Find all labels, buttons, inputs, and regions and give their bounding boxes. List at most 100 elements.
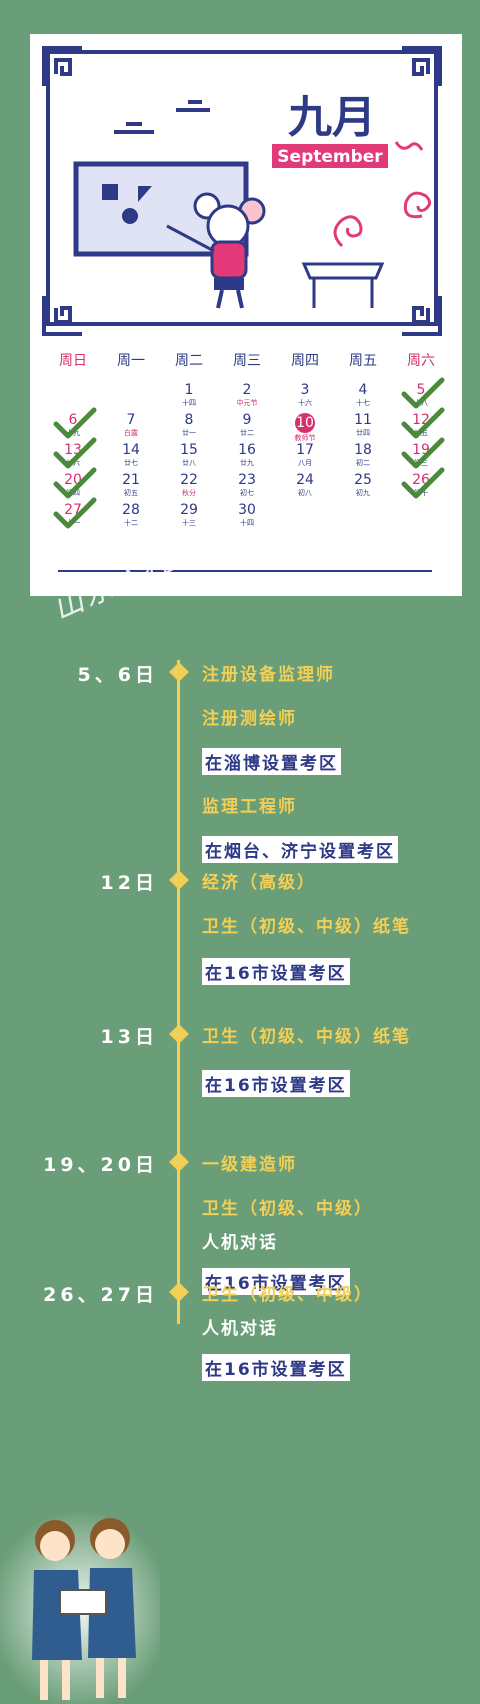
month-title: 九月 [288,92,376,143]
exam-date: 26、27日 [43,1284,158,1306]
day-number: 10 [295,413,315,433]
timeline-marker [169,870,189,890]
weekday-fri: 周五 [349,353,377,369]
lunar-label: 初二 [356,459,370,467]
students-illustration [0,1510,160,1704]
exam-name: 人机对话 [202,1233,278,1253]
day-number: 18 [354,442,372,458]
lunar-label: 教师节 [294,434,316,442]
timeline-line [177,660,180,1324]
lunar-label: 白露 [124,429,138,437]
exam-name: 一级建造师 [202,1155,297,1175]
day-number: 3 [300,382,310,398]
check-icon [401,467,445,499]
exam-date: 12日 [100,872,158,894]
lunar-label: 十七 [356,399,370,407]
exam-location: 在淄博设置考区 [202,748,341,775]
day-number: 2 [242,382,252,398]
check-icon [401,377,445,409]
lunar-label: 廿二 [240,429,254,437]
exam-name: 经济（高级） [202,873,316,893]
exam-location: 在16市设置考区 [202,1070,350,1097]
exam-name: 监理工程师 [202,797,297,817]
exam-date: 19、20日 [43,1154,158,1176]
exam-name: 卫生（初级、中级）纸笔 [202,917,411,937]
day-number: 15 [180,442,198,458]
day-number: 25 [354,472,372,488]
exam-name: 注册测绘师 [202,709,297,729]
exam-date: 13日 [100,1026,158,1048]
day-number: 30 [238,502,256,518]
exam-name: 人机对话 [202,1319,278,1339]
day-number: 11 [354,412,372,428]
day-number: 9 [242,412,252,428]
divider [58,570,432,572]
day-number: 16 [238,442,256,458]
day-number: 29 [180,502,198,518]
exam-name: 注册设备监理师 [202,665,335,685]
lunar-label: 廿四 [356,429,370,437]
weekday-thu: 周四 [291,353,319,369]
day-number: 7 [126,412,136,428]
lunar-label: 初七 [240,489,254,497]
timeline-marker [169,662,189,682]
day-number: 4 [358,382,368,398]
day-number: 14 [122,442,140,458]
check-icon [53,407,97,439]
weekday-tue: 周二 [175,353,203,369]
exam-date: 5、6日 [77,664,158,686]
day-number: 5 [416,382,426,398]
lunar-label: 廿一 [182,429,196,437]
weekday-wed: 周三 [233,353,261,369]
weekday-sun: 周日 [59,353,87,369]
check-icon [401,407,445,439]
weekday-mon: 周一 [117,353,145,369]
calendar-illustration: 九月 September [42,46,442,336]
day-number: 21 [122,472,140,488]
day-number: 6 [68,412,78,428]
day-number: 8 [184,412,194,428]
exam-name: 卫生（初级、中级） [202,1199,373,1219]
day-number: 24 [296,472,314,488]
month-english: September [277,147,383,167]
lunar-label: 廿八 [182,459,196,467]
lunar-label: 十四 [182,399,196,407]
day-number: 17 [296,442,314,458]
lunar-label: 八月 [298,459,312,467]
weekday-header: 周日 周一 周二 周三 周四 周五 周六 [30,350,462,380]
lunar-label: 廿七 [124,459,138,467]
lunar-label: 十四 [240,519,254,527]
lunar-label: 初五 [124,489,138,497]
check-icon [401,437,445,469]
exam-location: 在16市设置考区 [202,1268,350,1295]
lunar-label: 十六 [298,399,312,407]
exam-location: 在16市设置考区 [202,1354,350,1381]
timeline-marker [169,1152,189,1172]
exam-name: 卫生（初级、中级） [202,1285,373,1305]
check-icon [53,437,97,469]
day-number: 28 [122,502,140,518]
lunar-label: 十二 [124,519,138,527]
